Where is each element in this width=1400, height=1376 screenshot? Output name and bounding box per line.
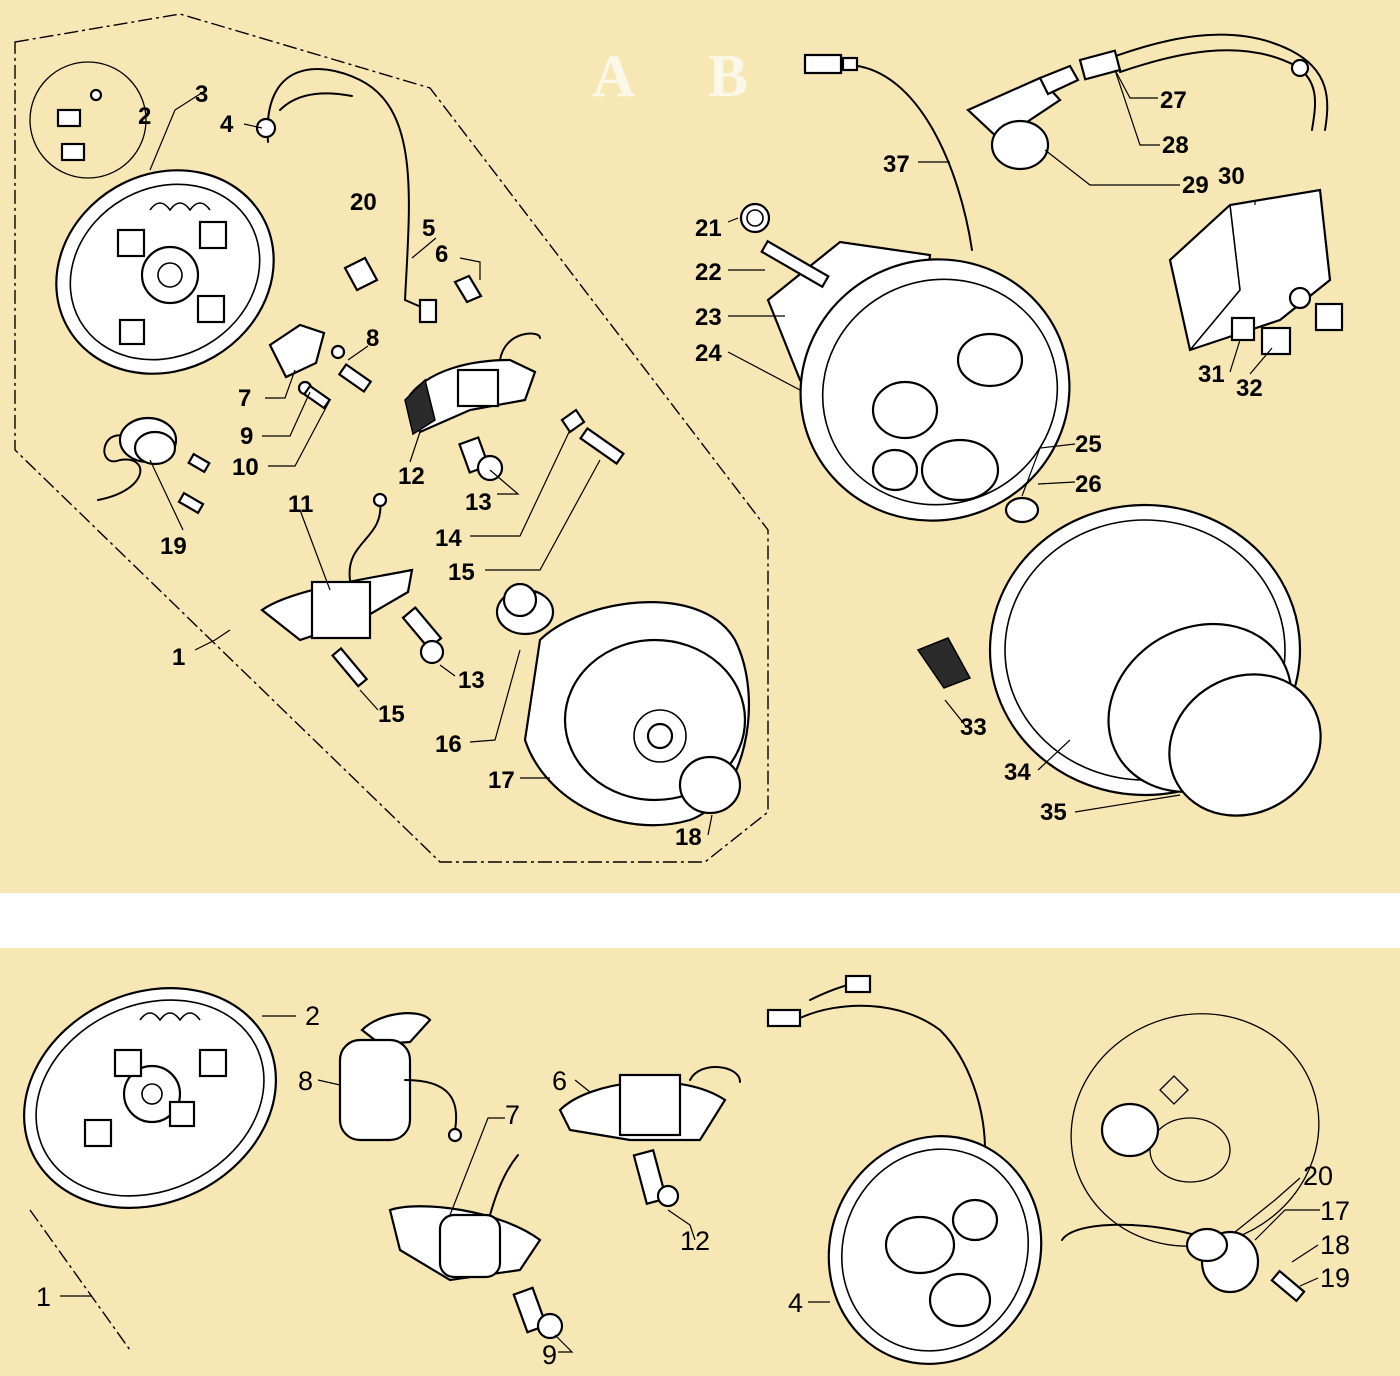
label-34: 34 [1004,759,1031,786]
label-13b: 13 [458,667,485,694]
label-17: 17 [488,767,515,794]
section-label-b: B [708,43,748,109]
label-b-2: 2 [305,1001,320,1031]
label-27: 27 [1160,87,1187,114]
kit-boundary-outline [14,13,769,863]
flywheel-b [916,503,1322,817]
stator-plate-bottom [23,987,277,1209]
label-15a: 15 [448,559,475,586]
wire-harness [255,68,483,324]
ignition-coil-30 [1168,188,1344,356]
coil-8 [338,1012,463,1143]
hose-27-28 [1078,33,1329,131]
coil-6 [558,1066,741,1208]
label-b-8: 8 [298,1066,313,1096]
label-b-4: 4 [788,1288,803,1318]
capacitor-and-screws [97,416,211,515]
label-7: 7 [238,385,251,412]
label-b-20: 20 [1303,1161,1333,1191]
label-1: 1 [172,644,185,671]
label-6: 6 [435,241,448,268]
label-13a: 13 [465,489,492,516]
kit-line-bottom [29,1209,131,1351]
label-4: 4 [220,111,234,138]
label-32: 32 [1236,375,1263,402]
label-3: 3 [195,81,208,108]
label-18: 18 [675,824,702,851]
part-number-labels-top: 1 2 3 4 5 6 7 8 9 10 11 12 13 13 14 15 1… [138,81,1263,851]
part-number-labels-bottom: 1 2 6 7 8 9 12 4 17 18 19 20 [36,1001,1350,1370]
label-11: 11 [288,491,313,518]
label-b-1: 1 [36,1282,51,1312]
label-30: 30 [1218,163,1245,190]
plug-cap-29 [966,64,1080,171]
label-b-17: 17 [1320,1196,1350,1226]
label-25: 25 [1075,431,1102,458]
coil-7 [388,1154,564,1340]
label-b-12: 12 [680,1226,710,1256]
label-28: 28 [1162,132,1189,159]
label-19: 19 [160,533,187,560]
label-29: 29 [1182,172,1209,199]
screws-14-15 [560,408,625,466]
lead-37 [803,53,973,251]
label-b-6: 6 [552,1066,567,1096]
label-b-18: 18 [1320,1230,1350,1260]
label-2: 2 [138,103,151,130]
label-16: 16 [435,731,462,758]
label-15b: 15 [378,701,405,728]
coil-11 [260,492,445,688]
breaker-points-assembly [268,323,373,410]
label-b-19: 19 [1320,1263,1350,1293]
label-8: 8 [366,325,379,352]
label-14: 14 [435,525,462,552]
label-31: 31 [1198,361,1225,388]
label-23: 23 [695,304,722,331]
stator-plate-a [55,169,275,375]
label-37: 37 [883,151,910,178]
leader-lines [60,69,1320,1353]
label-b-7: 7 [505,1100,520,1130]
stator-plate-b [739,202,1071,524]
contact-breaker-parts [29,61,147,179]
label-b-9: 9 [542,1340,557,1370]
capacitor-17 [1061,1223,1306,1303]
label-24: 24 [695,340,722,367]
label-33: 33 [960,714,987,741]
flywheel-a [495,582,751,827]
stator-plate-bottom-b [766,974,1043,1365]
section-label-a: A [592,43,635,109]
label-22: 22 [695,259,722,286]
label-20: 20 [350,189,377,216]
label-9: 9 [240,423,253,450]
coil-12 [404,332,541,482]
label-26: 26 [1075,471,1102,498]
label-21: 21 [695,215,722,242]
label-12: 12 [398,463,425,490]
label-5: 5 [422,215,435,242]
label-10: 10 [232,454,259,481]
label-35: 35 [1040,799,1067,826]
